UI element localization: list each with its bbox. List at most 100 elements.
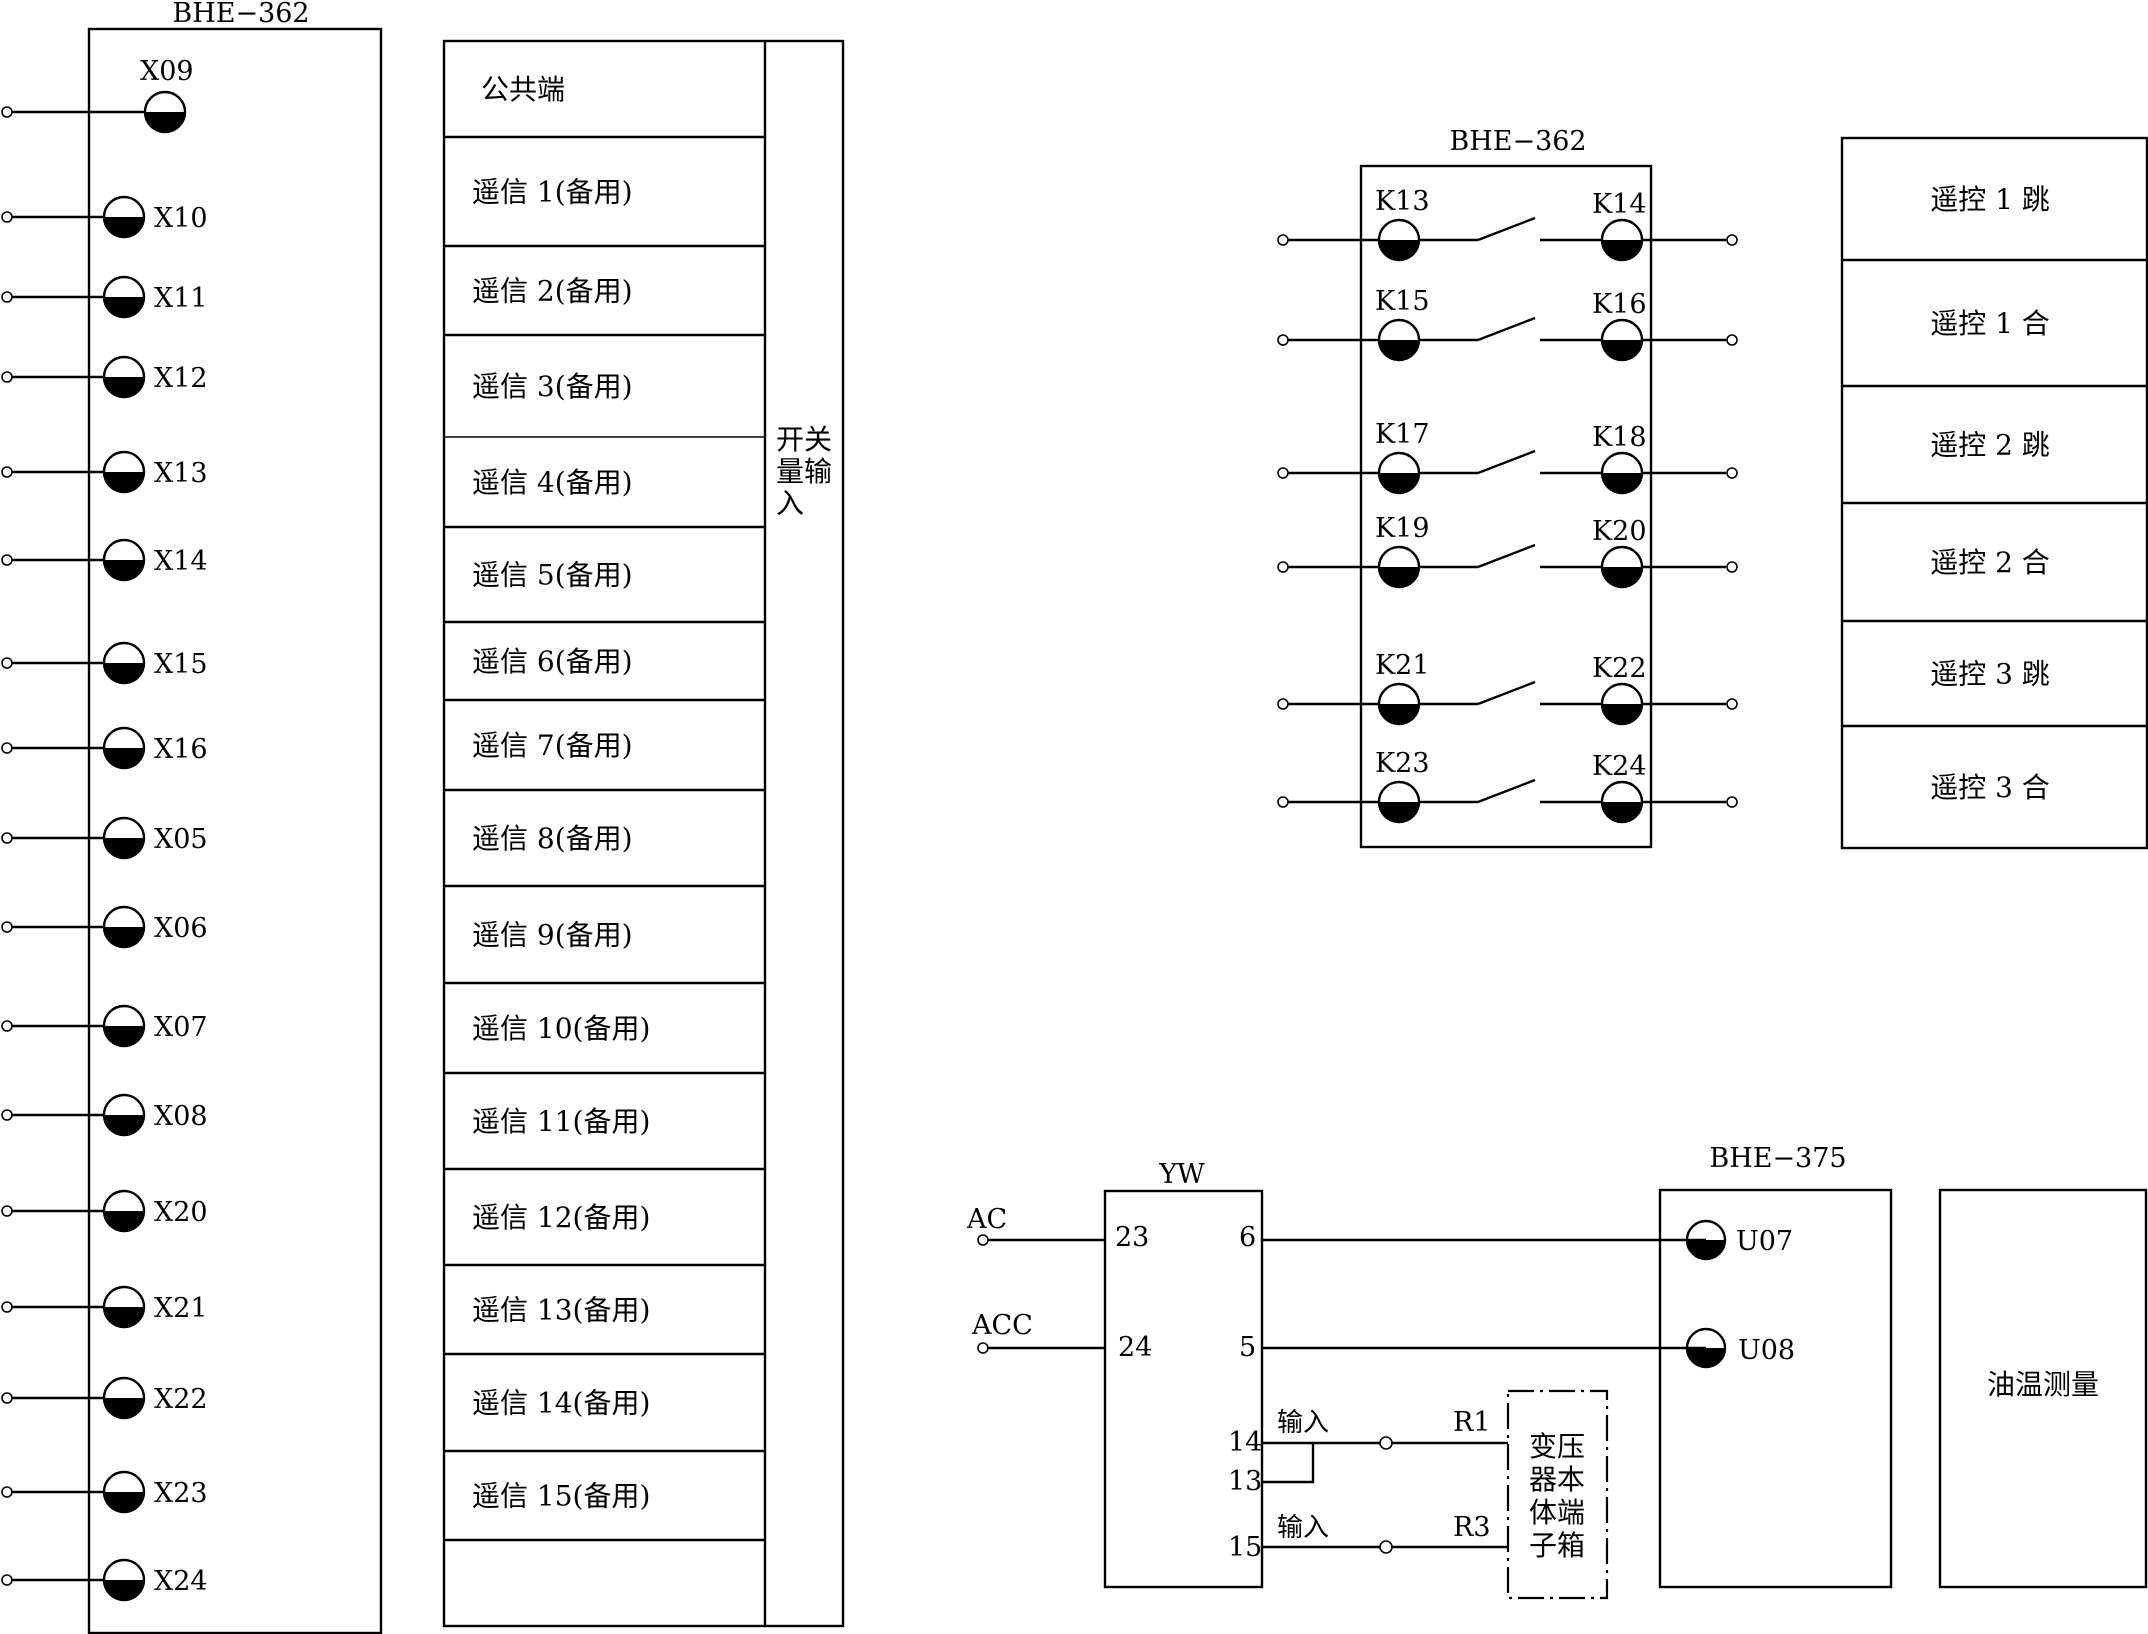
terminal-label-x22: X22 [154,1384,208,1415]
relay-device-title: BHE−362 [1449,126,1586,157]
terminal-k18 [1600,451,1644,495]
left-wire-end-x24 [1,1574,13,1586]
terminal-label-x14: X14 [154,546,208,577]
terminal-x22 [102,1376,146,1420]
terminal-u07: U07 [1685,1219,1793,1261]
r3-terminal [1379,1540,1393,1554]
terminal-x11 [102,275,146,319]
relay-label-k16: K16 [1592,289,1647,320]
binary-input-row-label: 公共端 [481,73,565,106]
terminal-label-x13: X13 [154,458,208,489]
relay-switch-blade [1477,216,1536,242]
ac-label: AC [966,1204,1007,1235]
left-wire-end-x23 [1,1486,13,1498]
binary-input-group-label: 开关 量输 入 [776,423,832,520]
binary-input-row-label: 遥信 1(备用) [472,176,633,209]
bhe375-box [1658,1188,1893,1589]
terminal-x10 [102,195,146,239]
terminal-label-x21: X21 [154,1293,208,1324]
terminal-x08 [102,1093,146,1137]
terminal-label-x20: X20 [154,1197,208,1228]
u08-label: U08 [1738,1335,1795,1366]
relay-label-k20: K20 [1592,516,1647,547]
terminal-box-line3: 体端 [1529,1496,1585,1529]
terminal-x05 [102,816,146,860]
remote-control-row-label: 遥控 3 跳 [1930,658,2050,691]
binary-input-row-label: 遥信 6(备用) [472,645,633,678]
terminal-label-x24: X24 [154,1566,208,1597]
left-device: BHE−362 X09X10X11X12X13X14X15X16X05X06X0… [1,0,383,1634]
acc-label: ACC [971,1310,1033,1341]
remote-control-row-label: 遥控 3 合 [1930,771,2050,804]
terminal-label-x15: X15 [154,649,208,680]
relay-label-k17: K17 [1375,419,1430,450]
binary-input-row-label: 遥信 15(备用) [472,1480,650,1513]
terminal-label-x06: X06 [154,913,208,944]
left-wire-end-x21 [1,1301,13,1313]
group-label-line3: 入 [776,487,804,520]
left-wire-end-x09 [1,106,13,118]
terminal-k13 [1377,218,1421,262]
relay-label-k18: K18 [1592,422,1647,453]
binary-input-row-label: 遥信 14(备用) [472,1387,650,1420]
remote-control-row-label: 遥控 1 跳 [1930,183,2050,216]
binary-input-row-label: 遥信 2(备用) [472,275,633,308]
left-wire-end-x07 [1,1020,13,1032]
terminal-x21 [102,1285,146,1329]
terminal-k15 [1377,318,1421,362]
binary-input-row-label: 遥信 8(备用) [472,822,633,855]
transformer-terminal-box [1506,1389,1609,1600]
binary-input-row-label: 遥信 11(备用) [472,1105,650,1138]
binary-input-row-label: 遥信 13(备用) [472,1294,650,1327]
binary-input-row-label: 遥信 9(备用) [472,919,633,952]
terminal-box-line1: 变压 [1529,1430,1585,1463]
yw-pin-5: 5 [1239,1332,1256,1363]
yw-transmitter: YW AC 23 ACC 24 6 5 14 13 15 输入 R1 输入 R3 [966,1159,1706,1600]
bhe375-device: BHE−375 U07 U08 油温测量 [1658,1143,2148,1589]
yw-title: YW [1158,1159,1205,1190]
r1-label: R1 [1453,1407,1491,1438]
relay-label-k15: K15 [1375,286,1430,317]
terminal-x09 [143,90,187,134]
binary-input-row-label: 遥信 10(备用) [472,1012,650,1045]
terminal-label-x08: X08 [154,1101,208,1132]
binary-input-row-label: 遥信 5(备用) [472,559,633,592]
terminal-box-line2: 器本 [1529,1463,1585,1496]
left-wire-end-x08 [1,1109,13,1121]
binary-input-table-frame [442,39,845,1628]
terminal-label-x12: X12 [154,363,208,394]
relay-label-k21: K21 [1375,650,1430,681]
terminal-label-x16: X16 [154,734,208,765]
u07-label: U07 [1736,1226,1793,1257]
binary-input-row-label: 遥信 12(备用) [472,1201,650,1234]
relay-switch-blade [1477,778,1536,804]
relay-label-k24: K24 [1592,751,1647,782]
terminal-k20 [1600,545,1644,589]
terminal-u08: U08 [1685,1327,1795,1369]
terminal-x24 [102,1558,146,1602]
group-label-line2: 量输 [776,455,832,488]
relay-switch-blade [1477,680,1536,706]
left-wire-end-x12 [1,371,13,383]
remote-control-row-label: 遥控 2 合 [1930,546,2050,579]
terminal-k16 [1600,318,1644,362]
yw-box [1103,1189,1264,1589]
left-wire-end-x05 [1,832,13,844]
relay-contact-k17-k18: K17 K18 [1277,419,1738,495]
ac-terminal [977,1234,989,1246]
binary-input-row-label: 遥信 4(备用) [472,466,633,499]
relay-contact-k15-k16: K15 K16 [1277,286,1738,362]
remote-control-table-frame [1840,136,2148,850]
terminal-x16 [102,726,146,770]
yw-pin-24: 24 [1118,1332,1152,1363]
terminal-k24 [1600,780,1644,824]
terminal-label-x10: X10 [154,203,208,234]
terminal-x15 [102,641,146,685]
